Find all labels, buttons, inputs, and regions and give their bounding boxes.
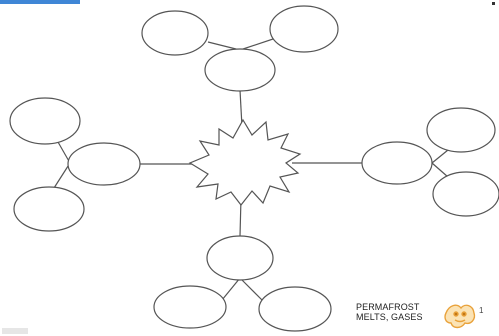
inset-caption-line1: PERMAFROST	[356, 302, 436, 312]
connector-right-to-upper	[432, 150, 448, 163]
center-starburst[interactable]	[190, 120, 300, 205]
connector-right-to-lower	[432, 163, 448, 177]
connector-bottom-to-right	[240, 278, 262, 300]
node-right-upper[interactable]	[427, 108, 495, 152]
node-left-upper[interactable]	[10, 98, 80, 144]
node-right-lower[interactable]	[433, 172, 499, 216]
node-top-right[interactable]	[270, 6, 338, 52]
node-left[interactable]	[68, 143, 140, 185]
node-top-left[interactable]	[142, 11, 208, 55]
node-left-lower[interactable]	[14, 187, 84, 231]
connector-left-to-lower	[54, 163, 70, 188]
inset-caption-line2: MELTS, GASES	[356, 312, 436, 322]
inset-thumbnail: PERMAFROST MELTS, GASES 1	[343, 276, 499, 336]
inset-tail-text: 1	[479, 306, 483, 315]
node-top[interactable]	[205, 49, 275, 91]
bottom-left-smudge	[2, 328, 28, 334]
inset-caption: PERMAFROST MELTS, GASES	[356, 302, 436, 322]
connector-bottom-to-left	[222, 278, 240, 300]
cartoon-icon	[443, 301, 477, 331]
node-bottom-right[interactable]	[259, 287, 331, 331]
node-bottom-left[interactable]	[154, 286, 226, 328]
node-right[interactable]	[362, 142, 432, 184]
node-bottom[interactable]	[207, 236, 273, 280]
